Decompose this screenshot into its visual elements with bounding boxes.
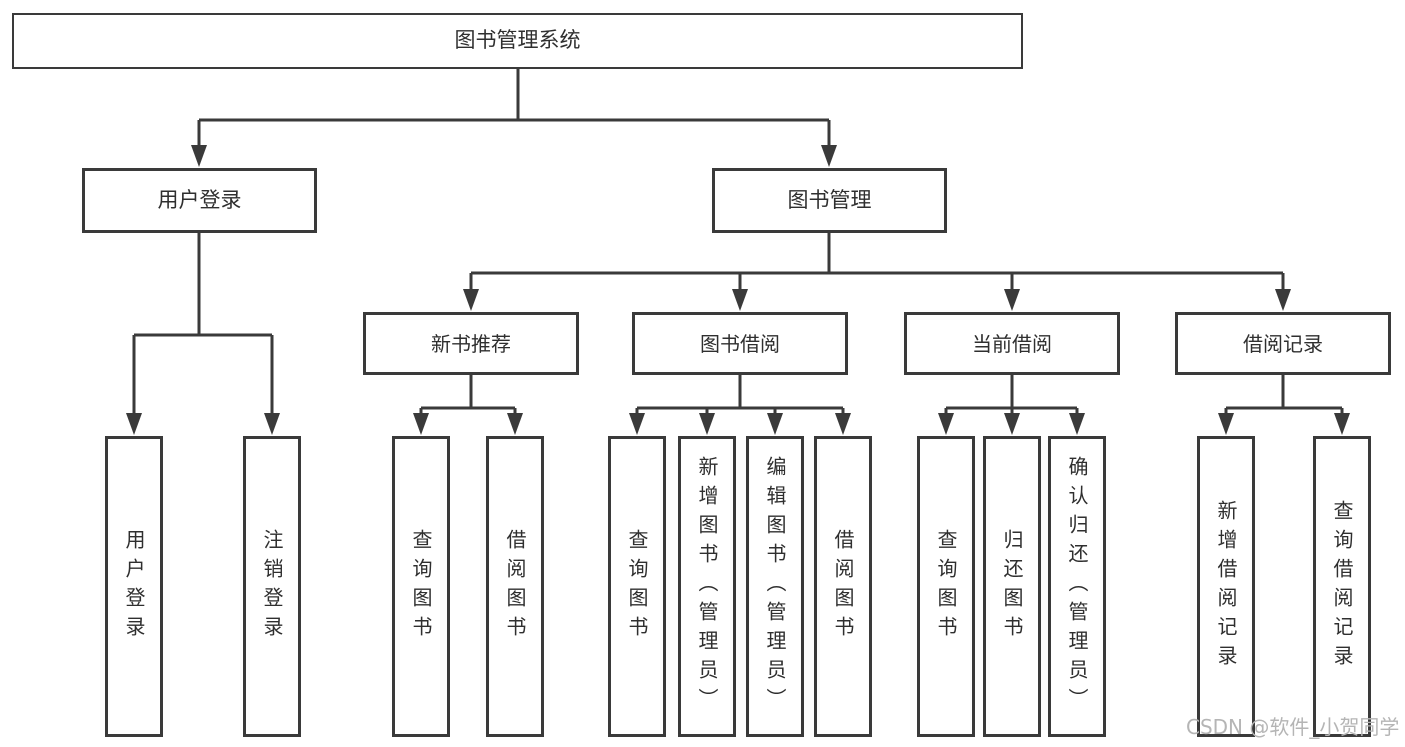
- connector-new-book-to-leaves: [413, 375, 523, 435]
- node-label: 新增图书（管理员）: [695, 456, 719, 717]
- leaf-query-books-recommend: 查询图书: [392, 436, 450, 737]
- arrowhead: [732, 289, 748, 311]
- node-library-management-system: 图书管理系统: [12, 13, 1023, 69]
- arrowhead: [1004, 289, 1020, 311]
- arrowhead: [1275, 289, 1291, 311]
- arrowhead: [1004, 413, 1020, 435]
- arrowhead: [264, 413, 280, 435]
- leaf-confirm-return-admin: 确认归还（管理员）: [1048, 436, 1106, 737]
- node-label: 编辑图书（管理员）: [763, 456, 787, 717]
- node-label: 查询图书: [409, 528, 433, 645]
- node-label: 当前借阅: [972, 331, 1052, 356]
- arrowhead: [835, 413, 851, 435]
- leaf-logout: 注销登录: [243, 436, 301, 737]
- node-label: 图书管理系统: [454, 28, 581, 53]
- leaf-query-books-current: 查询图书: [917, 436, 975, 737]
- node-label: 用户登录: [122, 528, 146, 645]
- node-current-borrow: 当前借阅: [904, 312, 1120, 375]
- arrowhead: [629, 413, 645, 435]
- arrowhead: [191, 145, 207, 167]
- leaf-query-books-borrow: 查询图书: [608, 436, 666, 737]
- arrowhead: [1069, 413, 1085, 435]
- leaf-add-borrow-record: 新增借阅记录: [1197, 436, 1255, 737]
- connector-user-login-to-leaves: [126, 233, 280, 435]
- node-label: 图书管理: [787, 187, 872, 212]
- connector-book-management-to-level3: [463, 233, 1291, 311]
- arrowhead: [767, 413, 783, 435]
- node-borrow-records: 借阅记录: [1175, 312, 1391, 375]
- connector-current-borrow-to-leaves: [938, 375, 1085, 435]
- arrowhead: [126, 413, 142, 435]
- leaf-user-login: 用户登录: [105, 436, 163, 737]
- node-label: 借阅记录: [1243, 331, 1323, 356]
- leaf-borrow-books-recommend: 借阅图书: [486, 436, 544, 737]
- node-book-borrow: 图书借阅: [632, 312, 848, 375]
- arrowhead: [1334, 413, 1350, 435]
- connector-root-to-level1: [191, 67, 837, 167]
- node-label: 查询借阅记录: [1330, 499, 1354, 674]
- arrowhead: [1218, 413, 1234, 435]
- leaf-edit-books-admin: 编辑图书（管理员）: [746, 436, 804, 737]
- node-label: 查询图书: [625, 528, 649, 645]
- csdn-watermark: CSDN @软件_小贺同学: [1186, 715, 1400, 739]
- arrowhead: [463, 289, 479, 311]
- node-label: 新增借阅记录: [1214, 499, 1238, 674]
- node-label: 借阅图书: [503, 528, 527, 645]
- connector-borrow-records-to-leaves: [1218, 375, 1350, 435]
- node-book-management-branch: 图书管理: [712, 168, 947, 233]
- node-user-login-branch: 用户登录: [82, 168, 317, 233]
- node-label: 用户登录: [157, 187, 242, 212]
- node-label: 查询图书: [934, 528, 958, 645]
- arrowhead: [938, 413, 954, 435]
- node-label: 新书推荐: [431, 331, 511, 356]
- node-label: 借阅图书: [831, 528, 855, 645]
- arrowhead: [821, 145, 837, 167]
- arrowhead: [413, 413, 429, 435]
- leaf-query-borrow-record: 查询借阅记录: [1313, 436, 1371, 737]
- leaf-add-books-admin: 新增图书（管理员）: [678, 436, 736, 737]
- node-label: 图书借阅: [700, 331, 780, 356]
- node-label: 确认归还（管理员）: [1065, 456, 1089, 717]
- leaf-return-books: 归还图书: [983, 436, 1041, 737]
- arrowhead: [699, 413, 715, 435]
- leaf-borrow-books: 借阅图书: [814, 436, 872, 737]
- arrowhead: [507, 413, 523, 435]
- node-label: 注销登录: [260, 528, 284, 645]
- connector-book-borrow-to-leaves: [629, 375, 851, 435]
- node-new-book-recommend: 新书推荐: [363, 312, 579, 375]
- node-label: 归还图书: [1000, 528, 1024, 645]
